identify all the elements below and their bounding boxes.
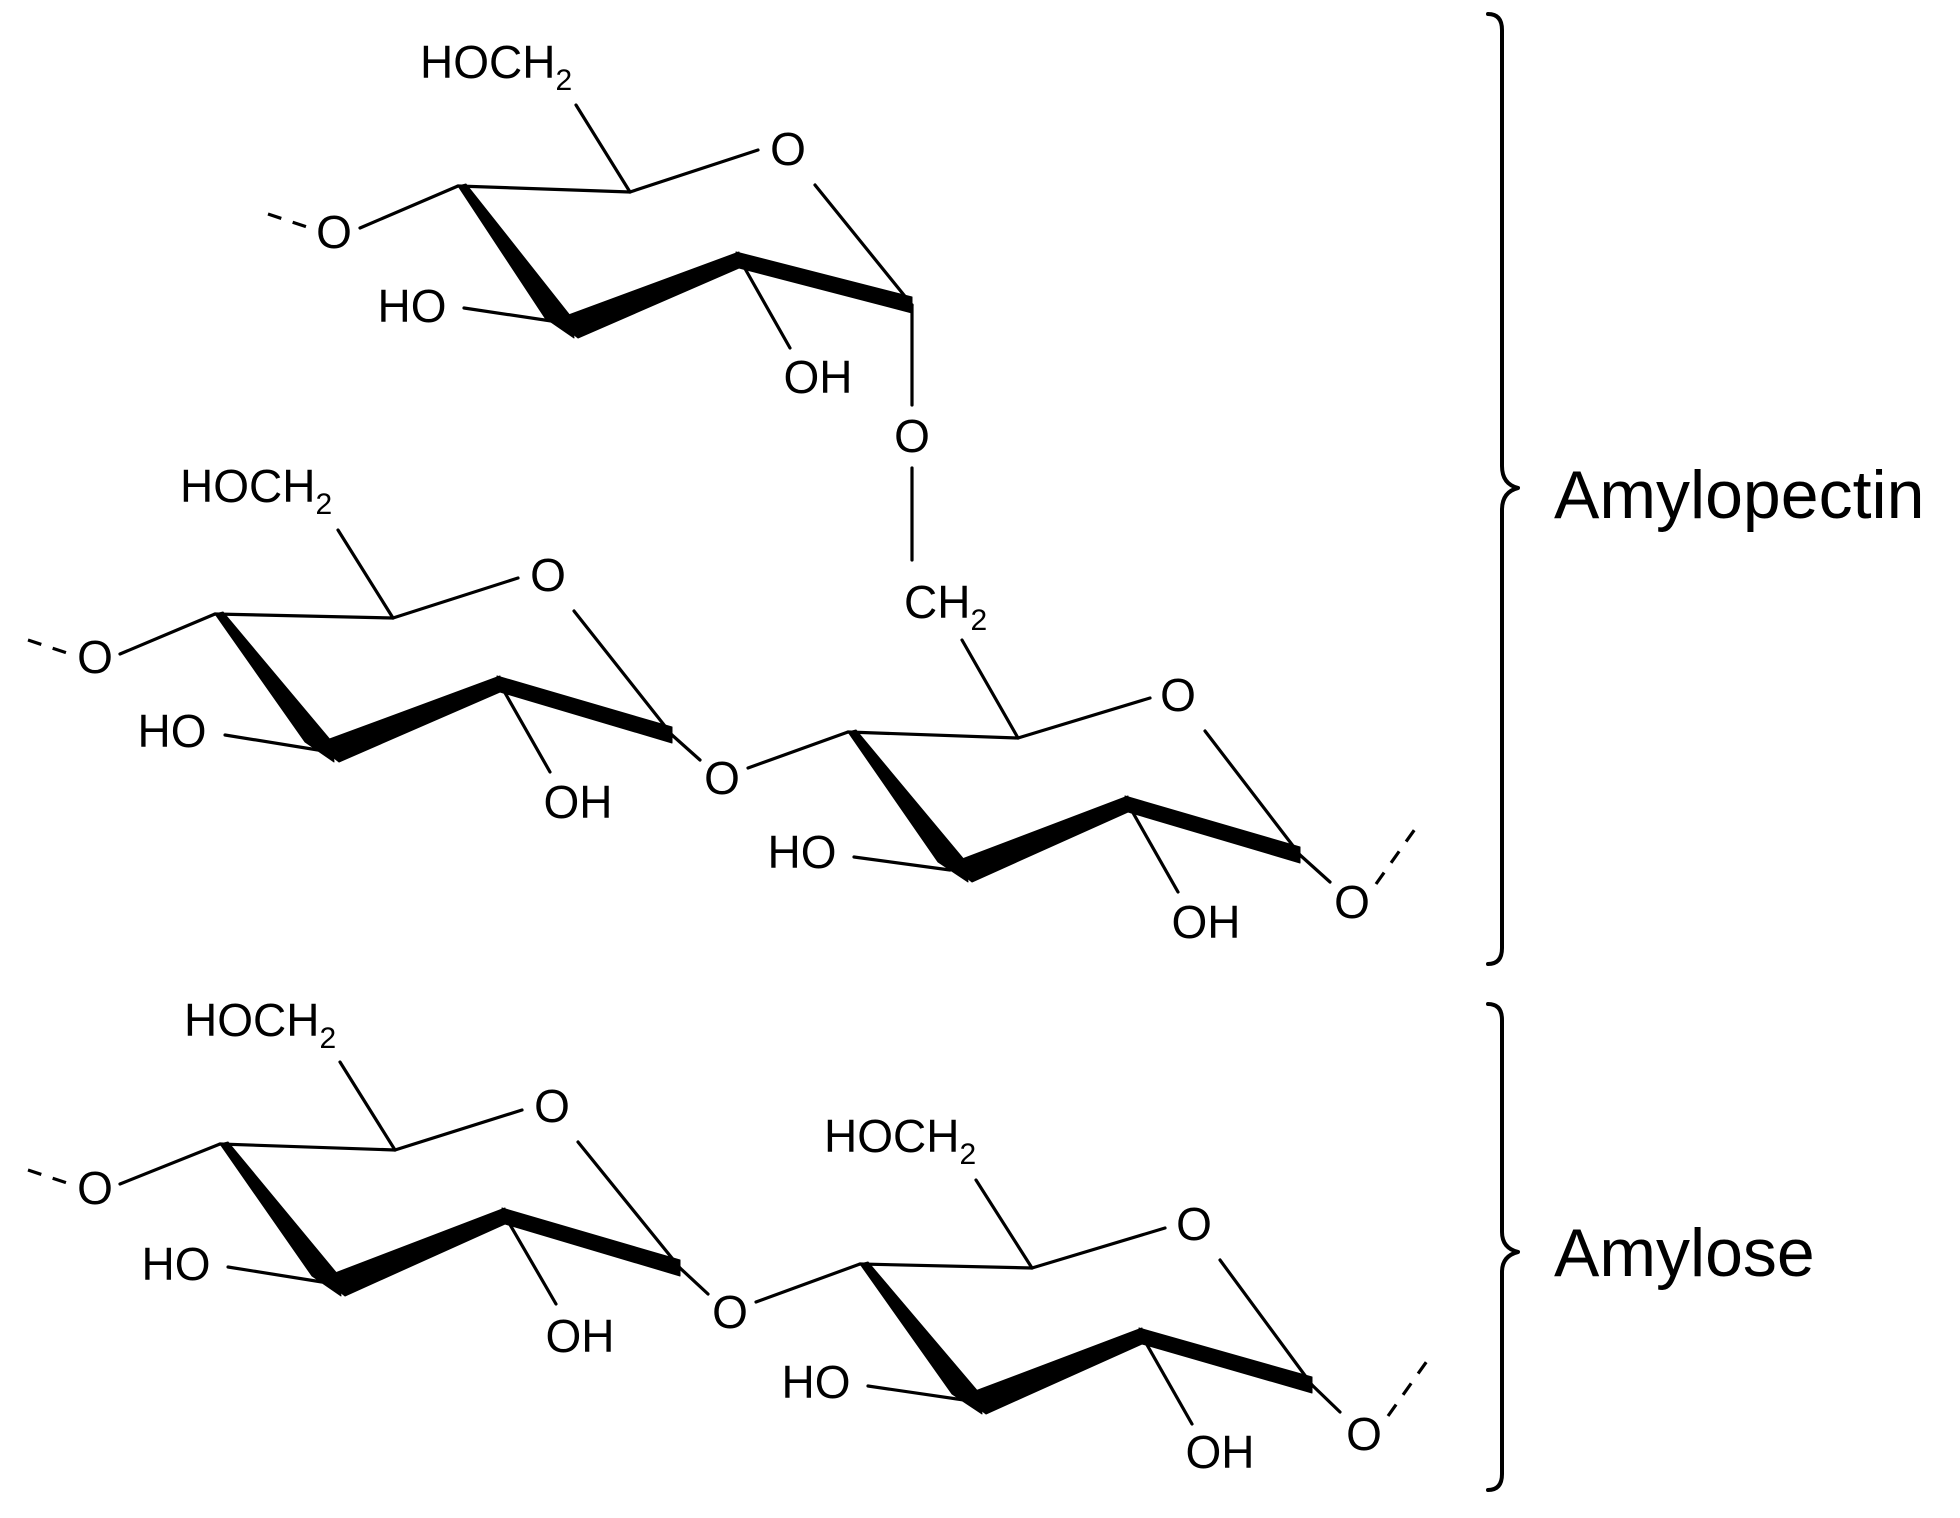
amylose-linkage-oxygen: O: [712, 1286, 748, 1338]
hydroxyl-c2: HO: [782, 1356, 851, 1408]
amylose-brace: [1486, 1002, 1520, 1492]
ring-start-oxygen: O: [77, 631, 113, 683]
hydroxyl-c3: OH: [784, 351, 853, 403]
amylopectin-label: Amylopectin: [1554, 457, 1924, 533]
alpha-1-6-linkage: O CH2: [894, 410, 987, 637]
ring-oxygen: O: [530, 549, 566, 601]
amylose-label: Amylose: [1554, 1215, 1815, 1291]
amylopectin-brace: [1486, 12, 1520, 966]
alpha-1-4-linkage-oxygen: O: [704, 752, 740, 804]
hydroxyl-c2: HO: [378, 280, 447, 332]
chain-end-oxygen: O: [1334, 876, 1370, 928]
hydroxyl-c3: OH: [1186, 1426, 1255, 1478]
hydroxyl-c3: OH: [544, 776, 613, 828]
methylene-label: CH2: [904, 576, 987, 637]
ring-oxygen: O: [770, 123, 806, 175]
ring-start-oxygen: O: [316, 206, 352, 258]
amylopectin-branch-glucose: O O HOCH2 HO OH: [267, 36, 914, 407]
hydroxymethyl-label: HOCH2: [184, 994, 336, 1055]
ring-oxygen: O: [1176, 1198, 1212, 1250]
chain-end-oxygen: O: [1346, 1408, 1382, 1460]
hydroxyl-c2: HO: [142, 1238, 211, 1290]
ring-start-oxygen: O: [77, 1162, 113, 1214]
hydroxymethyl-label: HOCH2: [420, 36, 572, 97]
amylopectin-main-glucose-left: O O HOCH2 HO OH: [27, 460, 702, 828]
hydroxyl-c2: HO: [138, 705, 207, 757]
hydroxyl-c2: HO: [768, 826, 837, 878]
amylopectin-main-glucose-right: O HO OH O: [746, 638, 1422, 948]
hydroxyl-c3: OH: [1172, 896, 1241, 948]
ring-oxygen: O: [1160, 669, 1196, 721]
hydroxymethyl-label: HOCH2: [180, 460, 332, 521]
linkage-oxygen: O: [894, 410, 930, 462]
amylose-glucose-right: O HOCH2 HO OH O: [754, 1110, 1434, 1478]
amylose-glucose-left: O O HOCH2 HO OH: [27, 994, 710, 1362]
ring-oxygen: O: [534, 1080, 570, 1132]
hydroxyl-c3: OH: [546, 1310, 615, 1362]
hydroxymethyl-label: HOCH2: [824, 1110, 976, 1171]
